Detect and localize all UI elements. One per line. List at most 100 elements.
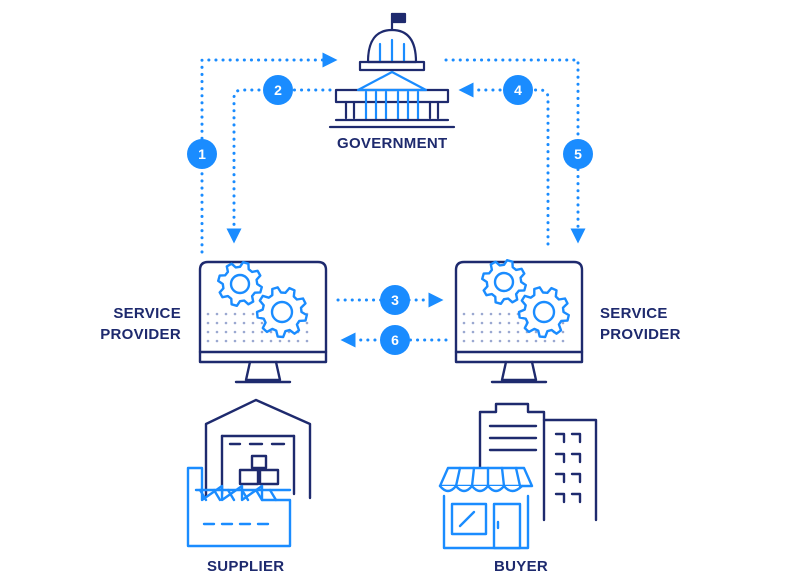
screen-dot: [462, 312, 466, 316]
screen-dot: [480, 312, 484, 316]
right-gear-small: [517, 286, 570, 339]
screen-dot: [206, 321, 210, 325]
screen-dot: [233, 339, 237, 343]
service-provider-left-label: SERVICE PROVIDER: [97, 303, 181, 345]
screen-dot: [543, 339, 547, 343]
svg-text:1: 1: [198, 146, 206, 162]
screen-dot: [462, 330, 466, 334]
screen-dot: [233, 330, 237, 334]
buyer-label: BUYER: [494, 558, 549, 575]
badge-step-2: 2: [263, 75, 293, 105]
screen-dot: [260, 321, 264, 325]
screen-dot: [206, 312, 210, 316]
screen-dot: [498, 330, 502, 334]
capitol-icon: [328, 12, 456, 129]
screen-dot: [305, 330, 309, 334]
screen-dot: [471, 312, 475, 316]
screen-dot: [251, 312, 255, 316]
screen-dot: [242, 312, 246, 316]
badge-step-3: 3: [380, 285, 410, 315]
svg-text:2: 2: [274, 82, 282, 98]
screen-dot: [516, 321, 520, 325]
screen-dot: [206, 339, 210, 343]
screen-dot: [471, 339, 475, 343]
badge-step-4: 4: [503, 75, 533, 105]
screen-dot: [224, 321, 228, 325]
left-gear-small: [255, 286, 308, 339]
service-provider-left-line1: SERVICE: [113, 305, 181, 322]
screen-dot: [471, 321, 475, 325]
screen-dot: [507, 312, 511, 316]
screen-dot: [251, 321, 255, 325]
screen-dot: [251, 339, 255, 343]
svg-text:5: 5: [574, 146, 582, 162]
government-label: GOVERNMENT: [337, 135, 448, 152]
svg-text:6: 6: [391, 332, 399, 348]
screen-dot: [206, 330, 210, 334]
screen-dot: [224, 330, 228, 334]
screen-dot: [480, 330, 484, 334]
screen-dot: [305, 339, 309, 343]
screen-dot: [561, 339, 565, 343]
gears-monitor-icon: [454, 259, 584, 384]
screen-dot: [269, 339, 273, 343]
supplier-label: SUPPLIER: [207, 558, 285, 575]
warehouse-icon: [204, 398, 312, 500]
screen-dot: [224, 312, 228, 316]
screen-dot: [215, 312, 219, 316]
screen-dot: [507, 339, 511, 343]
screen-dot: [215, 321, 219, 325]
screen-dot: [507, 330, 511, 334]
screen-dot: [242, 321, 246, 325]
screen-dot: [534, 330, 538, 334]
screen-dot: [278, 339, 282, 343]
badge-step-1: 1: [187, 139, 217, 169]
screen-dot: [296, 339, 300, 343]
right-gear-large: [481, 259, 527, 305]
screen-dot: [552, 339, 556, 343]
screen-dot: [498, 312, 502, 316]
screen-dot: [242, 330, 246, 334]
screen-dot: [215, 330, 219, 334]
left-gear-large: [217, 261, 263, 307]
step-badges: 1 2 3 4 5 6: [187, 75, 593, 355]
arrow-step-2: [226, 88, 332, 244]
screen-dot: [498, 321, 502, 325]
screen-dot: [215, 339, 219, 343]
svg-text:4: 4: [514, 82, 522, 98]
badge-step-5: 5: [563, 139, 593, 169]
screen-dot: [516, 330, 520, 334]
factory-icon: [186, 466, 292, 548]
screen-dot: [251, 330, 255, 334]
screen-dot: [507, 321, 511, 325]
service-provider-left-line2: PROVIDER: [100, 326, 181, 343]
badge-step-6: 6: [380, 325, 410, 355]
screen-dot: [480, 321, 484, 325]
screen-dot: [525, 339, 529, 343]
screen-dot: [534, 339, 538, 343]
gears-monitor-icon: [198, 260, 328, 384]
screen-dot: [224, 339, 228, 343]
screen-dot: [260, 339, 264, 343]
service-provider-right-label: SERVICE PROVIDER: [600, 303, 700, 345]
screen-dot: [489, 339, 493, 343]
screen-dot: [462, 321, 466, 325]
screen-dot: [471, 330, 475, 334]
service-provider-right-line1: SERVICE: [600, 305, 668, 322]
arrow-step-4: [458, 82, 550, 246]
screen-dot: [561, 330, 565, 334]
screen-dot: [480, 339, 484, 343]
screen-dot: [260, 330, 264, 334]
office-building-icon: [478, 402, 598, 522]
arrow-step-5: [444, 58, 586, 244]
svg-text:3: 3: [391, 292, 399, 308]
screen-dot: [233, 312, 237, 316]
screen-dot: [489, 312, 493, 316]
screen-dot: [498, 339, 502, 343]
right-dot-grid: [462, 312, 565, 343]
screen-dot: [287, 339, 291, 343]
screen-dot: [489, 330, 493, 334]
storefront-icon: [438, 466, 534, 550]
screen-dot: [489, 321, 493, 325]
